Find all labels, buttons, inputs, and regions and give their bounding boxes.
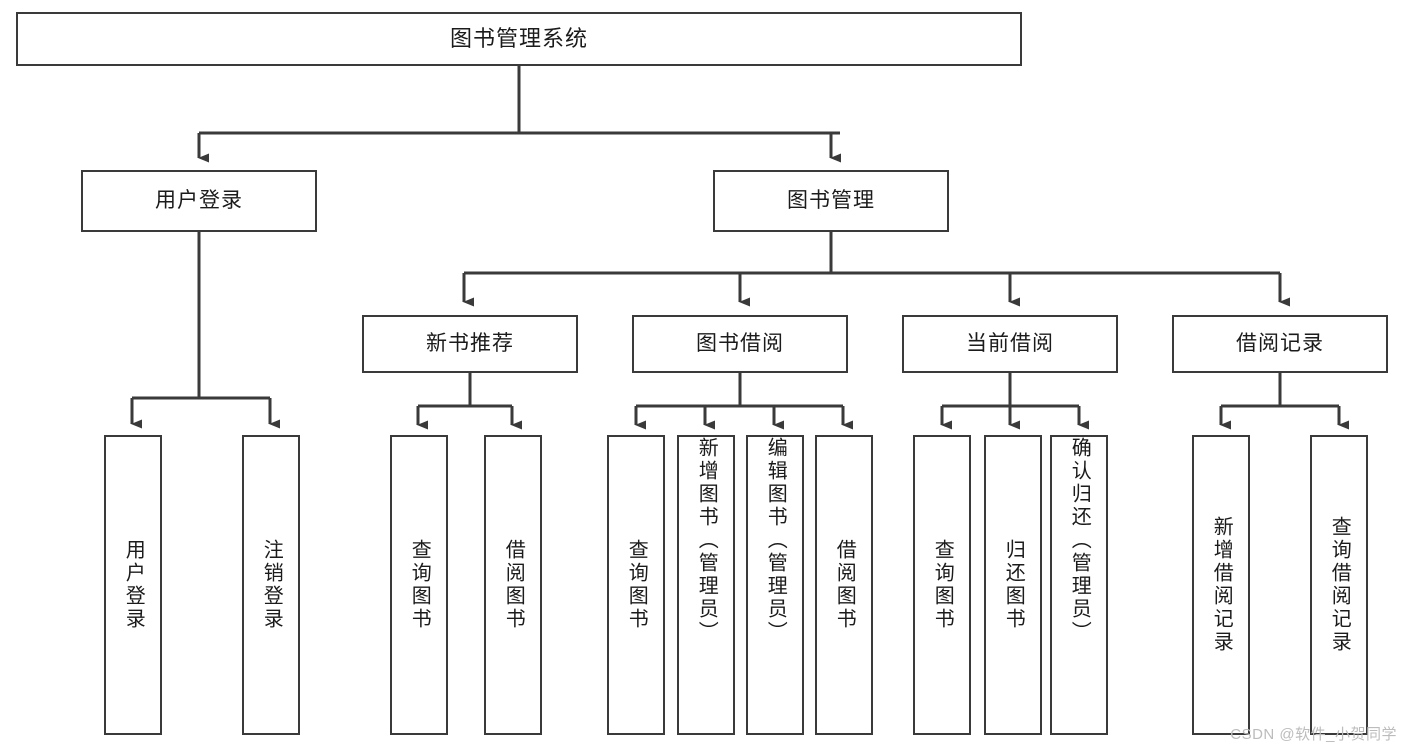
leaf-query-book-current[interactable]: 查询图书	[913, 435, 971, 735]
leaf-add-book-admin[interactable]: 新增图书（管理员）	[677, 435, 735, 735]
leaf-query-borrow-record[interactable]: 查询借阅记录	[1310, 435, 1368, 735]
node-label: 新增借阅记录	[1210, 516, 1233, 654]
node-borrow-records[interactable]: 借阅记录	[1172, 315, 1388, 373]
node-label: 新增图书（管理员）	[695, 437, 718, 644]
node-book-borrow[interactable]: 图书借阅	[632, 315, 848, 373]
node-label: 图书借阅	[696, 331, 784, 355]
node-label: 查询图书	[931, 539, 954, 631]
leaf-query-book-new[interactable]: 查询图书	[390, 435, 448, 735]
node-label: 新书推荐	[426, 331, 514, 355]
leaf-edit-book-admin[interactable]: 编辑图书（管理员）	[746, 435, 804, 735]
node-user-login[interactable]: 用户登录	[81, 170, 317, 232]
node-label: 注销登录	[260, 539, 283, 631]
node-label: 查询图书	[625, 539, 648, 631]
leaf-user-logout[interactable]: 注销登录	[242, 435, 300, 735]
node-label: 借阅图书	[833, 539, 856, 631]
node-label: 用户登录	[122, 539, 145, 631]
node-label: 编辑图书（管理员）	[764, 437, 787, 644]
leaf-user-login[interactable]: 用户登录	[104, 435, 162, 735]
leaf-borrow-book[interactable]: 借阅图书	[815, 435, 873, 735]
leaf-add-borrow-record[interactable]: 新增借阅记录	[1192, 435, 1250, 735]
node-label: 用户登录	[155, 188, 243, 212]
node-label: 借阅记录	[1236, 331, 1324, 355]
node-root-system[interactable]: 图书管理系统	[16, 12, 1022, 66]
node-current-borrow[interactable]: 当前借阅	[902, 315, 1118, 373]
node-label: 当前借阅	[966, 331, 1054, 355]
node-label: 查询图书	[408, 539, 431, 631]
watermark: CSDN @软件_小贺同学	[1230, 726, 1397, 743]
leaf-confirm-return-admin[interactable]: 确认归还（管理员）	[1050, 435, 1108, 735]
leaf-borrow-book-new[interactable]: 借阅图书	[484, 435, 542, 735]
node-label: 图书管理系统	[449, 26, 588, 52]
leaf-return-book[interactable]: 归还图书	[984, 435, 1042, 735]
node-label: 图书管理	[787, 188, 875, 212]
node-new-book-recommend[interactable]: 新书推荐	[362, 315, 578, 373]
node-label: 借阅图书	[502, 539, 525, 631]
leaf-query-book-borrow[interactable]: 查询图书	[607, 435, 665, 735]
node-label: 查询借阅记录	[1328, 516, 1351, 654]
node-book-management[interactable]: 图书管理	[713, 170, 949, 232]
node-label: 确认归还（管理员）	[1068, 437, 1091, 644]
node-label: 归还图书	[1002, 539, 1025, 631]
